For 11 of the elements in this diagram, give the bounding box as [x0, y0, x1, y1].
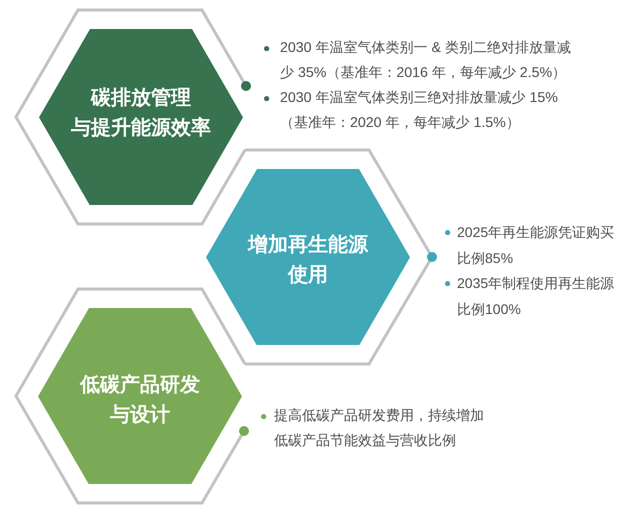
bullet-text: 2025年再生能源凭证购买比例85% — [457, 224, 614, 266]
hexagon — [38, 308, 242, 484]
bullet-text: 提高低碳产品研发费用，持续增加低碳产品节能效益与营收比例 — [274, 408, 484, 449]
bullet-text: 2035年制程使用再生能源比例100% — [457, 275, 614, 316]
hexagon — [39, 28, 243, 206]
bullet-text: 2030 年温室气体类别一 & 类别二绝对排放量减少 35%（基准年：2016 年，每年减少 2.5%） — [280, 40, 571, 81]
hexagon-label: 低碳产品研发与设计 — [80, 372, 200, 428]
hexagon-label: 增加再生能源使用 — [248, 232, 368, 288]
hexagon-label: 碳排放管理与提升能源效率 — [71, 86, 211, 141]
hexagon — [206, 168, 410, 346]
bullet-text: 2030 年温室气体类别三绝对排放量减少 15%（基准年：2020 年，每年减少 1.5%） — [280, 90, 558, 131]
